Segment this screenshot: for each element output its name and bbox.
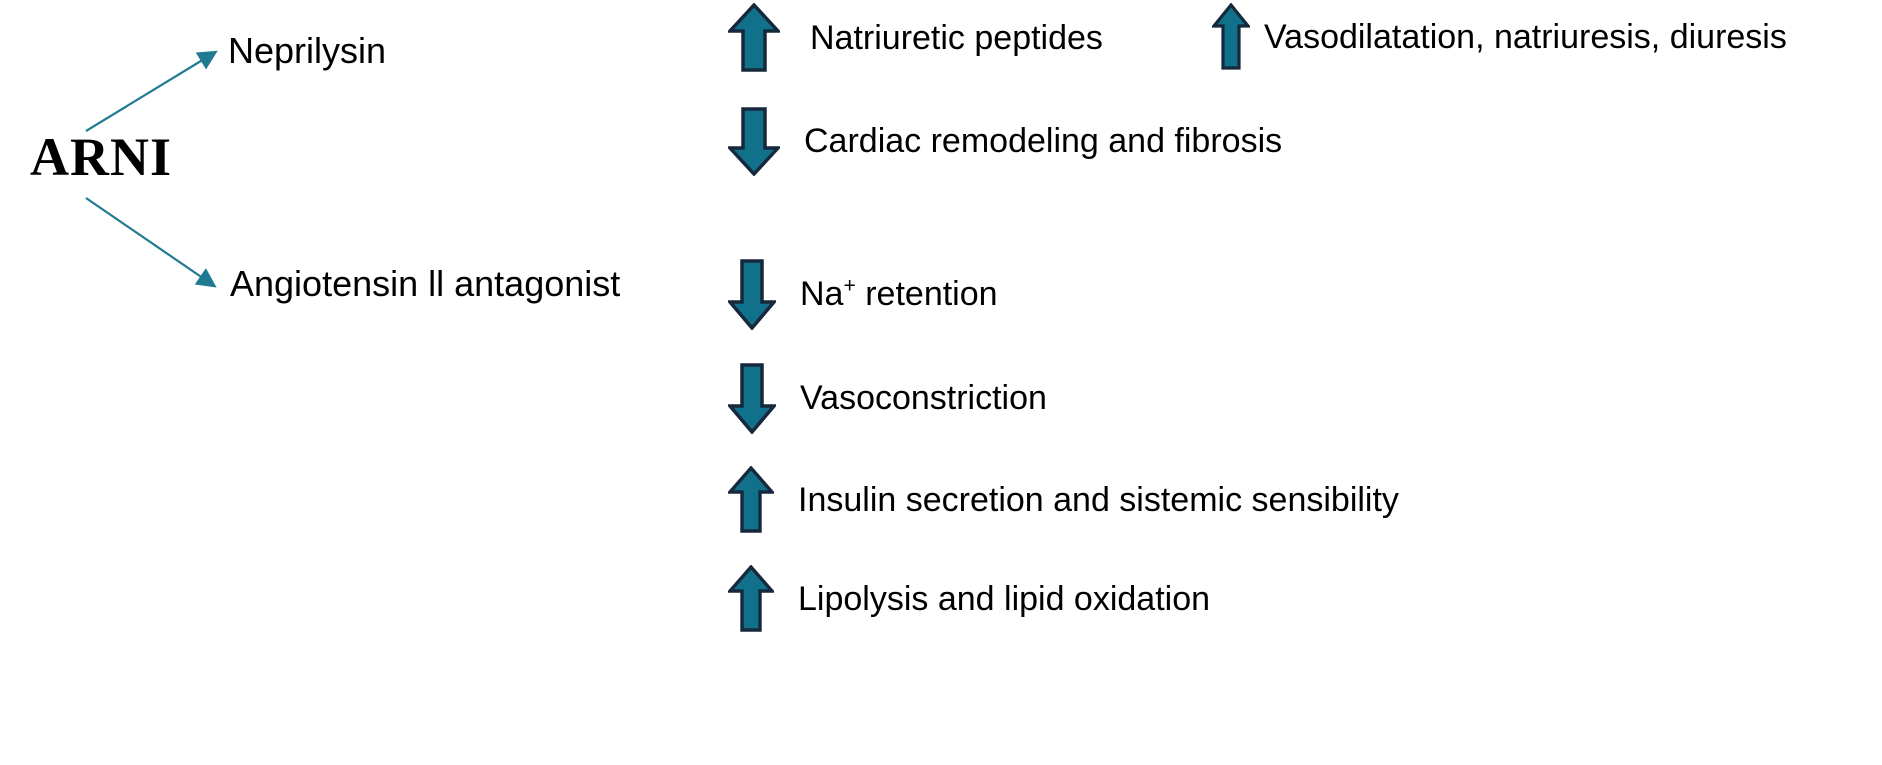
effect-row-natriuretic-peptides: Natriuretic peptides [728,3,1103,73]
na-retention-superscript: + [843,274,856,298]
arrow-up-icon [728,565,774,632]
effect-row-lipolysis: Lipolysis and lipid oxidation [728,565,1210,633]
effect-label-cardiac-remodeling: Cardiac remodeling and fibrosis [804,122,1283,160]
effect-label-lipolysis: Lipolysis and lipid oxidation [798,580,1211,618]
effect-row-na-retention: Na+ retention [728,258,998,330]
na-retention-prefix: Na [800,275,844,313]
arrow-up-icon [1212,3,1250,70]
na-retention-suffix: retention [855,275,998,313]
effect-label-vasodilatation: Vasodilatation, natriuresis, diuresis [1264,18,1787,56]
arrow-down-icon [728,259,776,330]
effect-label-insulin-secretion: Insulin secretion and sistemic sensibili… [798,481,1399,519]
connector-arni-to-neprilysin [85,50,218,132]
arrow-up-icon [728,3,780,72]
effect-label-vasoconstriction: Vasoconstriction [800,379,1047,417]
effect-row-vasoconstriction: Vasoconstriction [728,362,1047,434]
arrow-down-icon [728,107,780,176]
effect-label-na-retention: Na+ retention [800,274,998,313]
root-node-arni: ARNI [30,127,173,187]
branch-label-neprilysin: Neprilysin [228,30,387,71]
arrow-down-icon [728,363,776,434]
effect-row-cardiac-remodeling: Cardiac remodeling and fibrosis [728,106,1282,176]
effect-row-vasodilatation: Vasodilatation, natriuresis, diuresis [1212,3,1787,71]
branch-label-angiotensin: Angiotensin ll antagonist [230,263,621,304]
effect-label-natriuretic-peptides: Natriuretic peptides [810,19,1103,57]
arrow-up-icon [728,466,774,533]
connector-arni-to-angiotensin [85,197,217,288]
effect-row-insulin-secretion: Insulin secretion and sistemic sensibili… [728,466,1399,534]
